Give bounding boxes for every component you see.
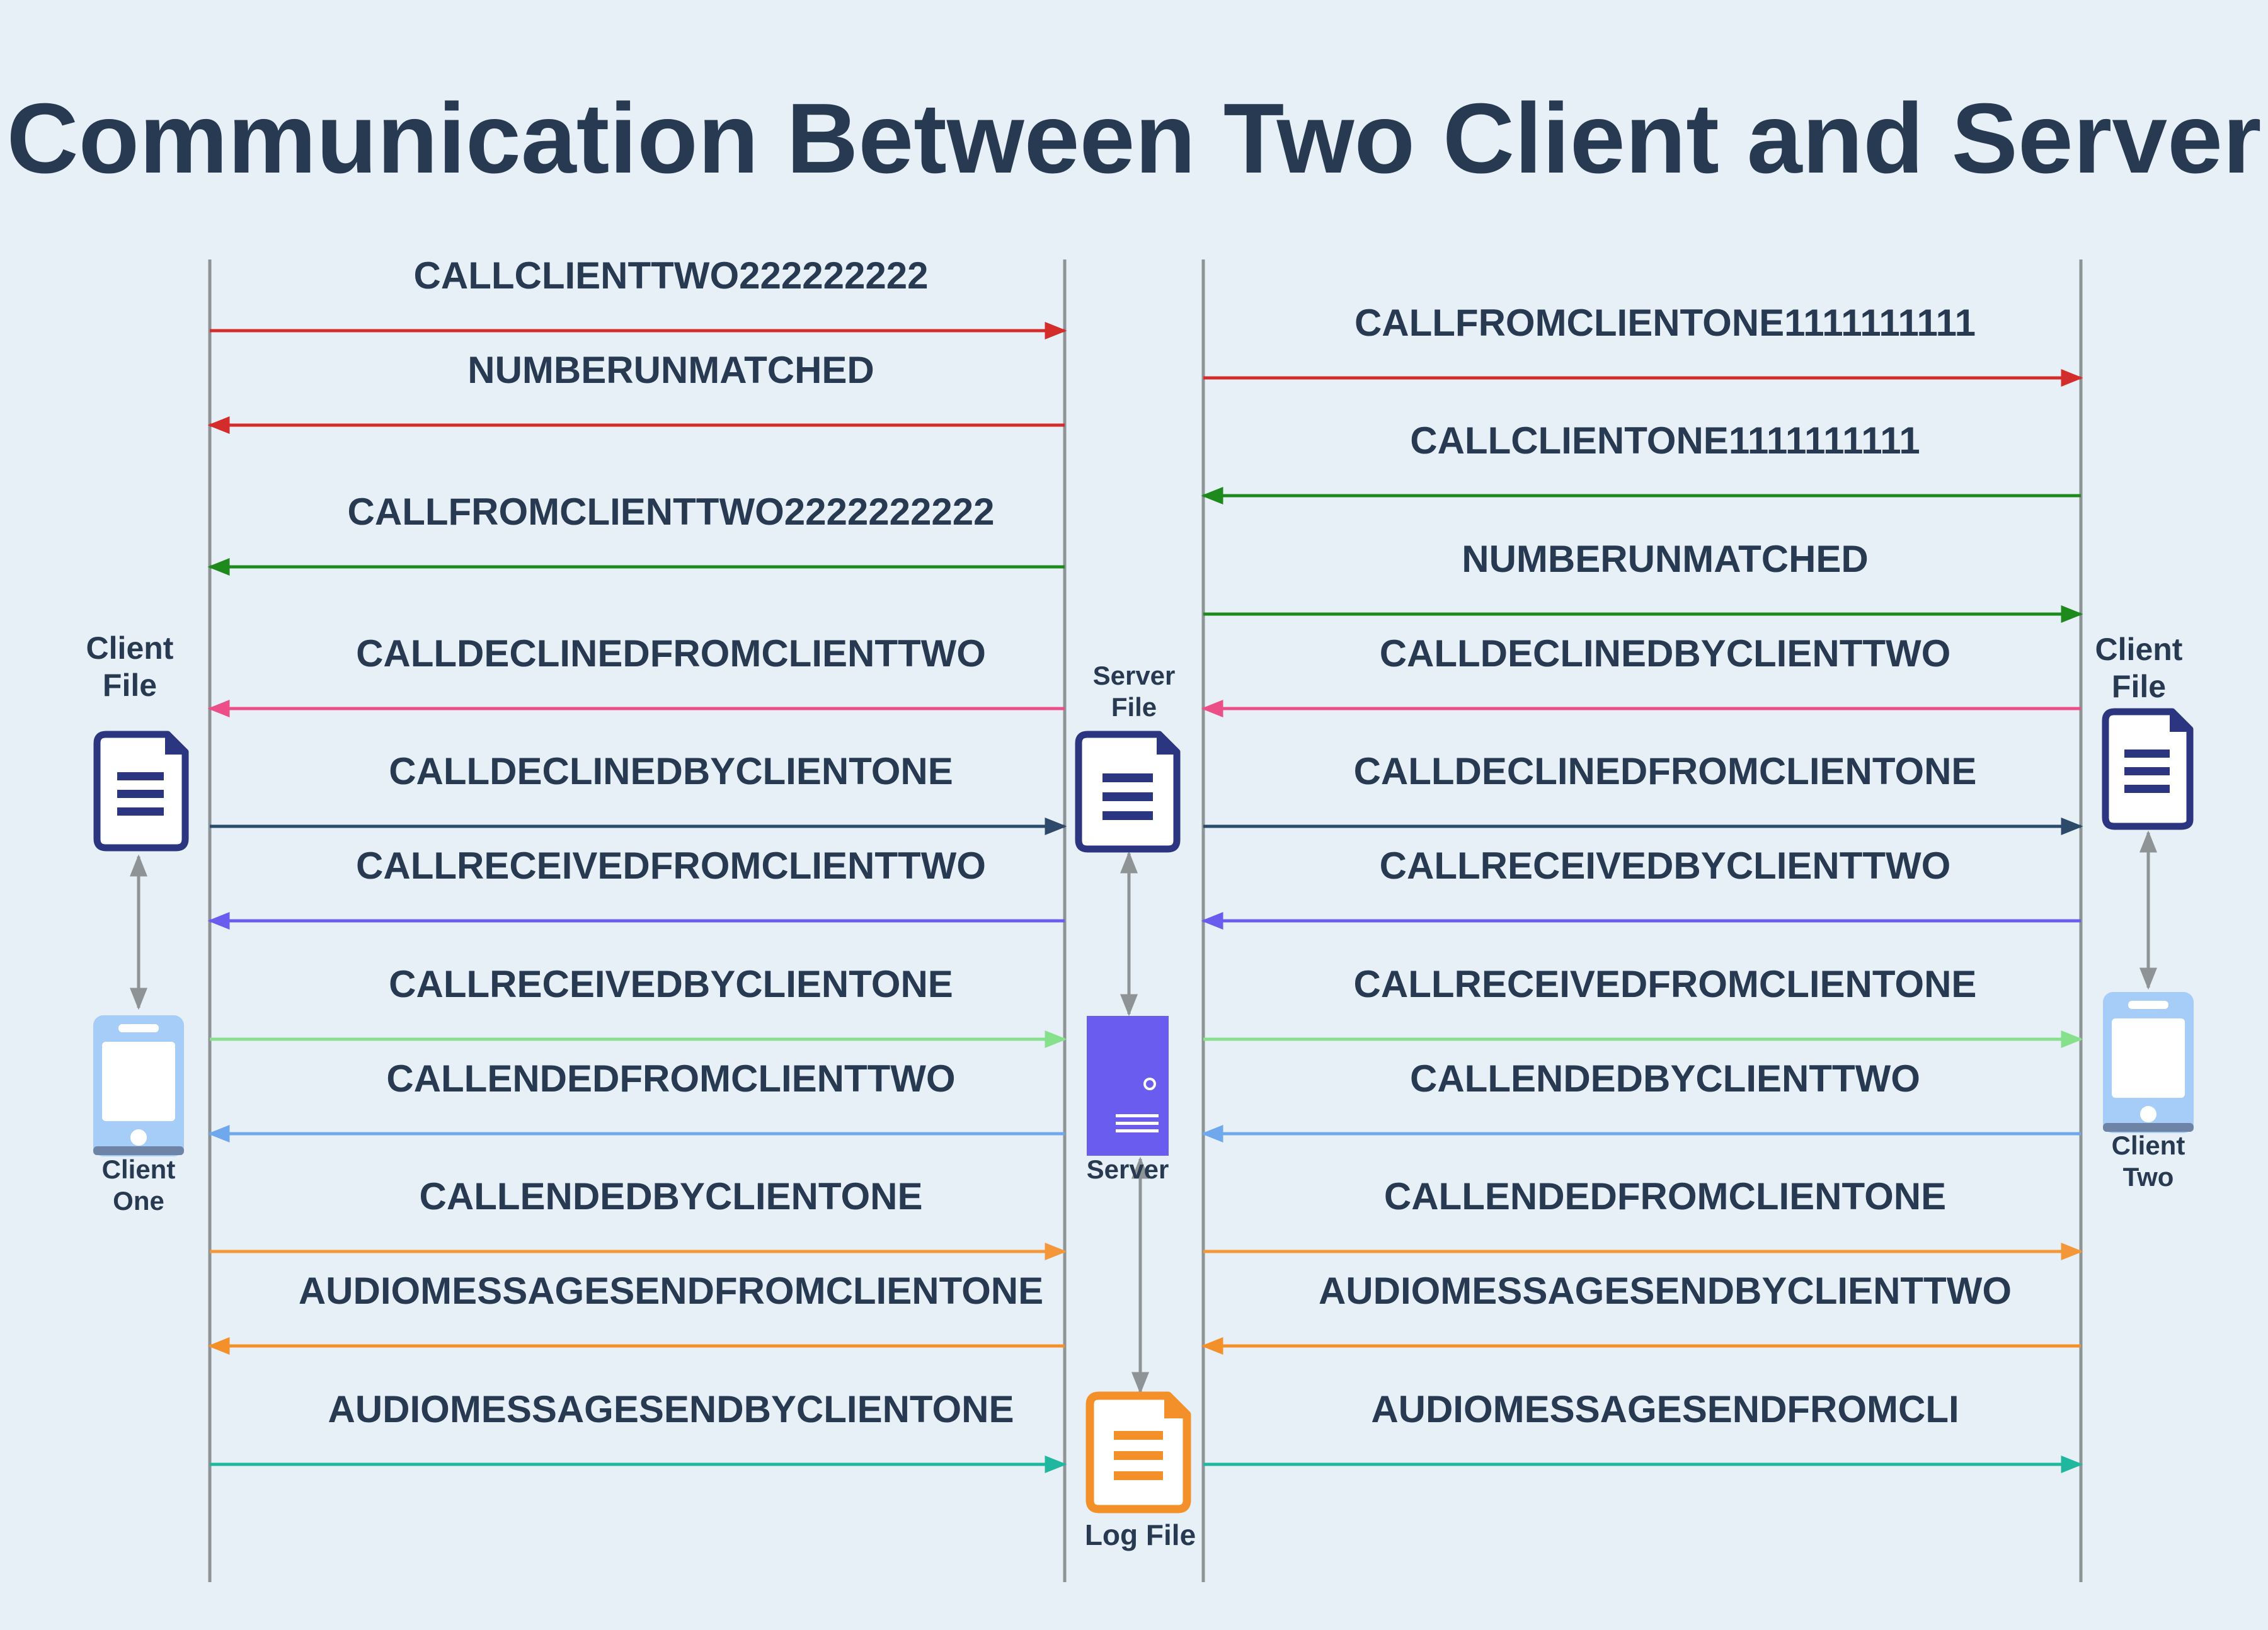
client-two-file-label-line1: Client — [2095, 632, 2183, 667]
log-file-label: Log File — [1058, 1518, 1222, 1552]
client-one-file-label: Client File — [60, 630, 199, 704]
left-message-label: CALLFROMCLIENTTWO2222222222 — [347, 491, 995, 533]
left-message-label: CALLDECLINEDFROMCLIENTTWO — [356, 632, 986, 675]
right-message-label: CALLENDEDBYCLIENTTWO — [1410, 1057, 1920, 1100]
right-message-label: AUDIOMESSAGESENDBYCLIENTTWO — [1318, 1270, 2012, 1312]
client-two-label-line1: Client — [2111, 1131, 2185, 1160]
left-message-label: CALLCLIENTTWO222222222 — [413, 254, 929, 297]
client-two-phone-icon — [2103, 992, 2194, 1133]
server-label-line1: Server — [1086, 1154, 1169, 1184]
left-message-label: AUDIOMESSAGESENDFROMCLIENTONE — [298, 1270, 1044, 1312]
left-message-label: CALLENDEDBYCLIENTONE — [419, 1175, 923, 1217]
right-message-label: CALLENDEDFROMCLIENTONE — [1383, 1175, 1947, 1217]
client-one-label: Client One — [69, 1154, 208, 1216]
right-message-label: CALLDECLINEDFROMCLIENTONE — [1353, 750, 1977, 792]
log-file-label-line1: Log File — [1084, 1519, 1196, 1551]
client-two-file-label-line2: File — [2111, 669, 2167, 704]
right-message-label: NUMBERUNMATCHED — [1462, 538, 1869, 580]
client-one-file-label-line2: File — [102, 668, 158, 703]
left-message-label: CALLDECLINEDBYCLIENTONE — [389, 750, 953, 792]
server-icon — [1087, 1016, 1169, 1156]
server-file-label: Server File — [1071, 660, 1197, 722]
right-message-label: CALLFROMCLIENTONE1111111111 — [1354, 302, 1976, 344]
server-file-label-line1: Server — [1092, 661, 1176, 690]
client-two-file-icon — [2102, 708, 2194, 830]
right-message-label: CALLCLIENTONE1111111111 — [1410, 419, 1920, 462]
left-message-label: CALLRECEIVEDBYCLIENTONE — [389, 963, 953, 1005]
left-message-label: CALLENDEDFROMCLIENTTWO — [386, 1057, 956, 1100]
server-file-icon — [1075, 731, 1181, 853]
right-message-arrows — [1201, 369, 2083, 1473]
right-message-label: AUDIOMESSAGESENDFROMCLI — [1371, 1388, 1959, 1430]
client-two-file-label: Client File — [2073, 631, 2205, 705]
client-two-label-line2: Two — [2122, 1161, 2174, 1192]
client-one-file-icon — [93, 731, 189, 852]
left-message-label: NUMBERUNMATCHED — [467, 349, 874, 391]
client-one-label-line2: One — [113, 1185, 164, 1216]
log-file-icon — [1085, 1391, 1191, 1513]
server-file-label-line2: File — [1111, 692, 1157, 722]
right-message-label: CALLRECEIVEDFROMCLIENTONE — [1353, 963, 1977, 1005]
page-title: Communication Between Two Client and Ser… — [6, 83, 2262, 194]
client-two-label: Client Two — [2079, 1130, 2218, 1192]
right-message-label: CALLRECEIVEDBYCLIENTTWO — [1379, 845, 1951, 887]
right-message-label: CALLDECLINEDBYCLIENTTWO — [1379, 632, 1951, 675]
client-one-phone-icon — [93, 1015, 184, 1156]
client-one-label-line1: Client — [101, 1154, 176, 1184]
left-message-label: CALLRECEIVEDFROMCLIENTTWO — [356, 845, 986, 887]
client-one-file-label-line1: Client — [86, 630, 174, 666]
server-label: Server — [1065, 1154, 1191, 1185]
left-message-label: AUDIOMESSAGESENDBYCLIENTONE — [328, 1388, 1014, 1430]
left-message-arrows — [207, 322, 1067, 1473]
